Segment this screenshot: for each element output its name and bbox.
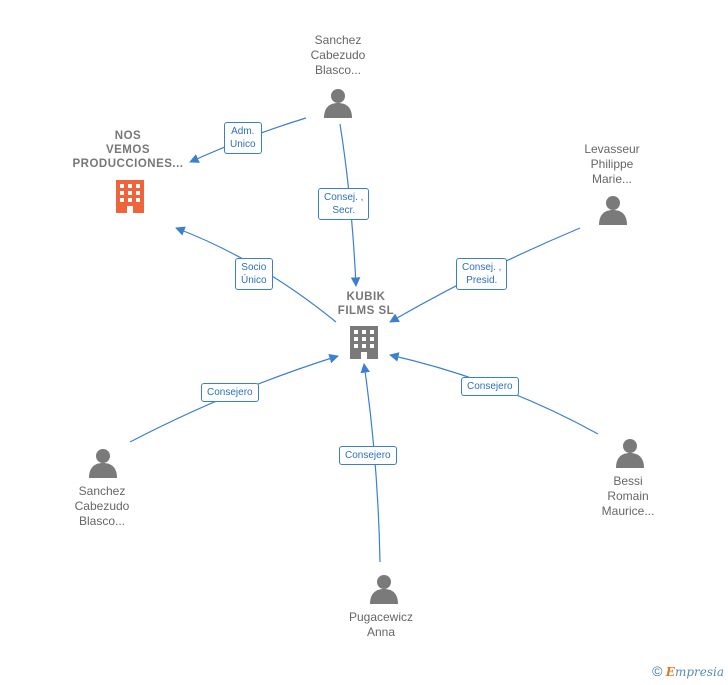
node-label-line: Bessi (613, 474, 643, 488)
node-label-line: Anna (366, 625, 396, 639)
edge-label-line: Adm. (231, 126, 255, 137)
node-label-bessi[interactable]: Bessi Romain Maurice... (588, 474, 668, 519)
edge-label-consej-secr[interactable]: Consej. , Secr. (318, 188, 370, 220)
edge-label-consej-presid[interactable]: Consej. , Presid. (456, 258, 508, 290)
node-label-line: Pugacewicz (348, 610, 414, 624)
edge-label-line: Consejero (207, 387, 253, 398)
node-label-line: Blasco... (314, 63, 362, 77)
building-icon[interactable] (116, 180, 144, 213)
node-label-line: NOS (114, 130, 142, 142)
person-icon[interactable] (324, 89, 352, 118)
node-label-line: VEMOS (105, 144, 151, 156)
node-label-nos-vemos[interactable]: NOS VEMOS PRODUCCIONES... (62, 129, 194, 171)
node-label-line: Cabezudo (74, 499, 130, 513)
edge-label-line: Único (241, 275, 267, 286)
node-label-line: Maurice... (601, 504, 655, 518)
person-icon[interactable] (616, 439, 644, 468)
node-label-line: Cabezudo (310, 48, 366, 62)
node-label-sanchez-top[interactable]: Sanchez Cabezudo Blasco... (298, 33, 378, 78)
node-label-line: KUBIK (346, 291, 386, 303)
edge-label-line: Consej. , (324, 192, 364, 203)
node-label-pugacewicz[interactable]: Pugacewicz Anna (336, 610, 426, 640)
person-icon[interactable] (370, 575, 398, 604)
edge-label-line: Unico (230, 139, 256, 150)
node-label-line: Philippe (590, 157, 634, 171)
edge-label-consejero-right[interactable]: Consejero (461, 377, 519, 396)
node-label-line: Sanchez (78, 484, 126, 498)
node-label-line: FILMS SL (337, 305, 395, 317)
edge-label-adm-unico[interactable]: Adm. Unico (224, 122, 262, 154)
edge-label-line: Consej. , (462, 262, 502, 273)
brand-initial: E (665, 665, 675, 679)
copyright-symbol: © (652, 663, 663, 679)
edge-label-consejero-left[interactable]: Consejero (201, 383, 259, 402)
person-icon[interactable] (89, 449, 117, 478)
node-label-levasseur[interactable]: Levasseur Philippe Marie... (572, 142, 652, 187)
edge-label-line: Presid. (466, 275, 498, 286)
node-label-line: Romain (607, 489, 649, 503)
brand-name: mpresia (674, 665, 724, 679)
person-icon[interactable] (599, 196, 627, 225)
node-label-line: Sanchez (314, 33, 362, 47)
building-icon[interactable] (350, 326, 378, 359)
edge-label-line: Consejero (467, 381, 513, 392)
edge-label-consejero-bottom[interactable]: Consejero (339, 446, 397, 465)
copyright-brand[interactable]: © Empresia (652, 663, 724, 679)
node-label-sanchez-left[interactable]: Sanchez Cabezudo Blasco... (62, 484, 142, 529)
edge-label-line: Socio (241, 262, 267, 273)
edge-label-socio-unico[interactable]: Socio Único (235, 258, 273, 290)
node-label-line: Blasco... (78, 514, 126, 528)
node-label-line: Marie... (591, 172, 632, 186)
node-label-line: PRODUCCIONES... (72, 158, 184, 170)
edge-label-line: Consejero (345, 450, 391, 461)
node-label-line: Levasseur (584, 142, 640, 156)
node-label-kubik[interactable]: KUBIK FILMS SL (334, 290, 398, 318)
edge-label-line: Secr. (332, 205, 356, 216)
